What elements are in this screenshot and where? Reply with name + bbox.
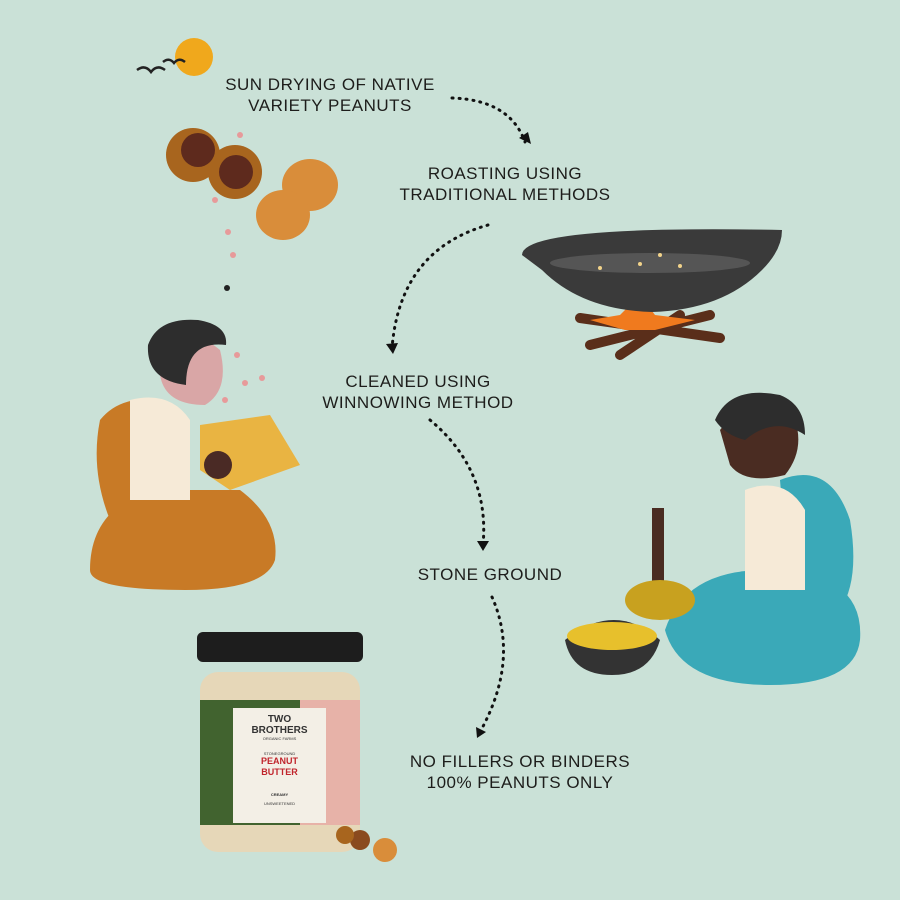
step-line: CLEANED USING — [345, 372, 491, 391]
step-line: ROASTING USING — [427, 164, 583, 183]
birds-icon — [136, 58, 186, 75]
wok-fire-illustration — [522, 229, 782, 360]
product-line-1: PEANUT — [260, 756, 298, 766]
brand-sub: ORGANIC FARMS — [262, 736, 297, 741]
step-stone-ground: STONE GROUND — [360, 564, 620, 585]
peanuts-illustration — [166, 128, 338, 240]
sun-icon — [175, 38, 213, 76]
step-roasting: ROASTING USING TRADITIONAL METHODS — [375, 163, 635, 205]
step-sun-drying: SUN DRYING OF NATIVE VARIETY PEANUTS — [200, 74, 460, 116]
brand-line-2: BROTHERS — [251, 725, 308, 736]
note: UNSWEETENED — [263, 801, 296, 806]
step-no-fillers: NO FILLERS OR BINDERS 100% PEANUTS ONLY — [390, 751, 650, 793]
variant: CREAMY — [270, 792, 289, 797]
step-line: WINNOWING METHOD — [322, 393, 514, 412]
brand-line-1: TWO — [267, 714, 292, 725]
step-line: SUN DRYING OF NATIVE — [225, 75, 435, 94]
step-line: NO FILLERS OR BINDERS — [409, 752, 631, 771]
product-line-2: BUTTER — [261, 767, 298, 777]
kicker: STONEGROUND — [263, 751, 296, 756]
woman-winnowing-illustration — [90, 319, 300, 590]
step-line: STONE GROUND — [417, 565, 563, 584]
step-line: TRADITIONAL METHODS — [399, 185, 611, 204]
woman-grinding-illustration — [565, 392, 861, 685]
flow-arrows — [390, 96, 527, 734]
step-line: 100% PEANUTS ONLY — [426, 773, 614, 792]
step-line: VARIETY PEANUTS — [248, 96, 412, 115]
step-winnowing: CLEANED USING WINNOWING METHOD — [288, 371, 548, 413]
